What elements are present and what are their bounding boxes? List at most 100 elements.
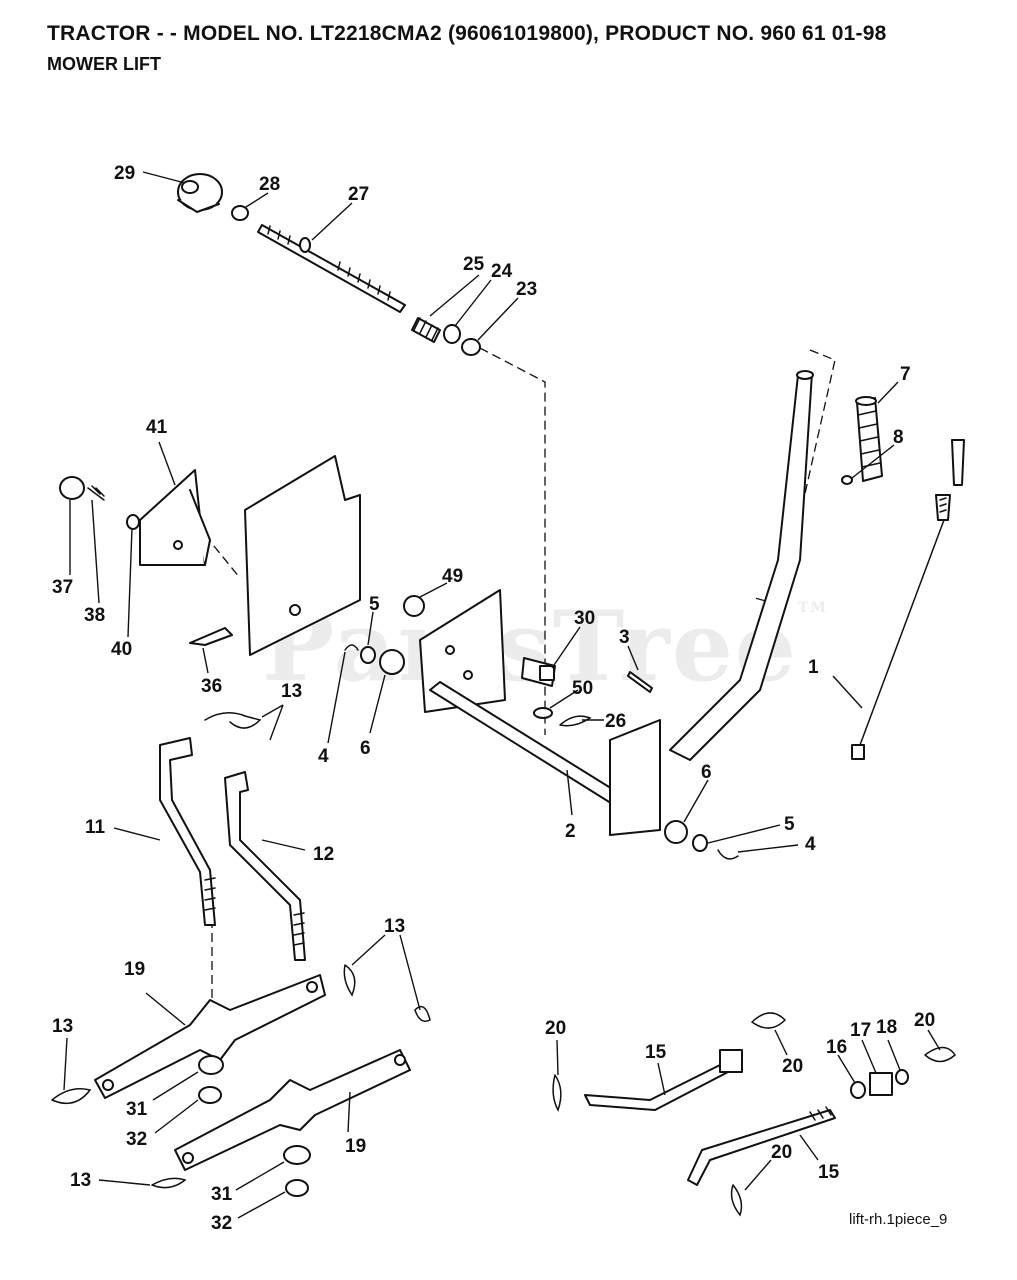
callout-13-bottom: 13 (70, 1170, 91, 1191)
nut-part-32-upper (198, 1086, 222, 1104)
bushing-part-31-lower (283, 1145, 311, 1165)
callout-labels: 29 28 27 25 24 23 7 8 41 37 38 40 49 5 3… (52, 163, 935, 1234)
clip-part-20-d (730, 1184, 743, 1217)
clip-part-20-b (751, 1012, 787, 1029)
rod-part-15-lower (687, 1106, 836, 1186)
callout-4-left: 4 (318, 746, 329, 767)
ring-part-37 (59, 476, 85, 500)
callout-5-left: 5 (369, 594, 380, 615)
callout-36: 36 (201, 676, 222, 697)
link-part-11 (159, 737, 216, 926)
grip-part-7 (855, 396, 883, 482)
callout-18: 18 (876, 1017, 897, 1038)
callout-28: 28 (259, 174, 280, 195)
spring-part-25 (411, 317, 441, 343)
mounting-plate (244, 455, 361, 656)
watermark-text: PartsTree (262, 590, 798, 703)
callout-3: 3 (619, 627, 630, 648)
callout-31-lower: 31 (211, 1184, 233, 1205)
washer-part-40 (126, 514, 140, 530)
insert-part-8 (841, 475, 853, 485)
link-part-12 (224, 771, 306, 961)
callout-23: 23 (516, 279, 537, 300)
callout-25: 25 (463, 254, 485, 275)
callout-41: 41 (146, 417, 168, 438)
callout-29: 29 (114, 163, 135, 184)
callout-6-right: 6 (701, 762, 712, 783)
callout-15-lower: 15 (818, 1162, 840, 1183)
side-plate (419, 589, 506, 713)
leader-lines (63, 171, 941, 1219)
callout-26: 26 (605, 711, 626, 732)
callout-13-right: 13 (384, 916, 405, 937)
arm-part-19-upper (94, 974, 326, 1099)
clip-part-4-left (344, 644, 359, 651)
clip-part-13-right (343, 964, 356, 997)
nut-part-23 (461, 338, 481, 356)
arm-part-19-lower (174, 1049, 411, 1171)
clip-part-13-upper (204, 712, 262, 729)
callout-20-c: 20 (914, 1010, 935, 1031)
page-title: TRACTOR - - MODEL NO. LT2218CMA2 (960610… (47, 22, 887, 45)
callout-6-left: 6 (360, 738, 371, 759)
callout-2: 2 (565, 821, 576, 842)
callout-8: 8 (893, 427, 904, 448)
bracket-part-41 (139, 469, 211, 566)
nut-part-18 (895, 1069, 909, 1085)
clip-part-20-c (924, 1046, 956, 1063)
callout-17: 17 (850, 1020, 871, 1041)
washer-part-5-right (692, 834, 708, 852)
callout-50: 50 (572, 678, 593, 699)
callout-1: 1 (808, 657, 819, 678)
callout-19-upper: 19 (124, 959, 145, 980)
callout-7: 7 (900, 364, 911, 385)
bushing-part-6-left (379, 649, 405, 675)
washer-part-50 (533, 707, 553, 719)
block-part-17 (869, 1072, 893, 1096)
hairpin-part-26 (559, 715, 592, 727)
callout-24: 24 (491, 261, 513, 282)
bushing-part-31-upper (198, 1055, 224, 1075)
trunnion-part-30 (521, 657, 556, 687)
washer-part-5-left (360, 646, 376, 664)
callout-13-left: 13 (52, 1016, 73, 1037)
nut-part-32-lower (285, 1179, 309, 1197)
rod-part-15-upper (584, 1049, 743, 1111)
callout-37: 37 (52, 577, 73, 598)
callout-30: 30 (574, 608, 595, 629)
washer-part-49 (403, 595, 425, 617)
clip-part-4-right (717, 849, 739, 860)
washer-part-16 (850, 1081, 866, 1099)
threaded-rod-part-27 (257, 224, 406, 313)
trademark-mark: TM (797, 600, 828, 616)
knob-part-29 (177, 173, 223, 213)
page-subtitle: MOWER LIFT (47, 54, 161, 74)
callout-15-upper: 15 (645, 1042, 667, 1063)
pin-part-3 (627, 671, 653, 693)
callout-20-b: 20 (782, 1056, 803, 1077)
watermark: PartsTreeTM (262, 590, 828, 703)
callout-4-right: 4 (805, 834, 816, 855)
clip-part-13-left (51, 1088, 92, 1105)
bushing-part-6-right (664, 820, 688, 844)
callout-12: 12 (313, 844, 334, 865)
callout-11: 11 (85, 817, 106, 838)
callout-31-upper: 31 (126, 1099, 148, 1120)
callout-20-d: 20 (771, 1142, 792, 1163)
callout-13-upper: 13 (281, 681, 302, 702)
callout-20-a: 20 (545, 1018, 566, 1039)
clip-part-20-a (552, 1074, 562, 1112)
washer-part-24 (443, 324, 461, 344)
callout-27: 27 (348, 184, 369, 205)
diagram-code: lift-rh.1piece_9 (849, 1211, 948, 1228)
shaft-part-2 (429, 681, 661, 836)
clip-part-36 (189, 627, 233, 646)
lift-handle (669, 370, 814, 761)
clip-part-13-bottom (151, 1177, 187, 1189)
callout-16: 16 (826, 1037, 847, 1058)
clip-part-13-far (414, 1005, 431, 1022)
spring-part-38 (87, 485, 105, 501)
callout-32-lower: 32 (211, 1213, 232, 1234)
callout-38: 38 (84, 605, 105, 626)
